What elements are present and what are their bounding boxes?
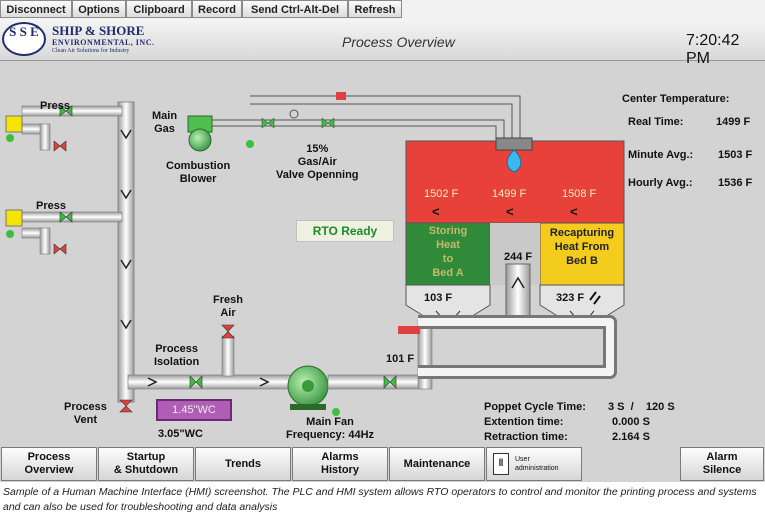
outlet-temperature: 101 F: [386, 353, 415, 365]
logo-name: SHIP & SHORE: [52, 23, 145, 38]
bed-a: [405, 222, 491, 286]
flame-icon: [506, 149, 522, 173]
logo-tagline: Clean Air Solutions for Industry: [52, 48, 130, 54]
press-bottom-source: [5, 209, 23, 227]
gas-air-actuator: [289, 109, 299, 119]
fresh-air-valve[interactable]: [221, 324, 235, 339]
bed-b-temperature: 323 F: [556, 292, 585, 304]
flow-arrow-right: <: [570, 204, 578, 219]
hourly-avg-label: Hourly Avg.:: [628, 177, 693, 189]
process-overview-button[interactable]: Process Overview: [1, 447, 97, 481]
chamber-temp-center: 1499 F: [492, 188, 527, 200]
burner: [495, 137, 533, 151]
trends-button[interactable]: Trends: [195, 447, 291, 481]
rto-ready-status: RTO Ready: [296, 220, 394, 242]
poppet-cycle-value: 3 S / 120 S: [608, 401, 675, 413]
press-bottom-bypass-valve[interactable]: [53, 243, 67, 255]
press-top-indicator: [6, 134, 14, 142]
hourly-avg-value: 1536 F: [718, 177, 753, 189]
press-top-source: [5, 115, 23, 133]
alarms-history-button[interactable]: Alarms History: [292, 447, 388, 481]
press-top-label: Press: [40, 100, 70, 112]
alarm-silence-button[interactable]: Alarm Silence: [680, 447, 764, 481]
bed-b: [539, 222, 625, 286]
maintenance-button[interactable]: Maintenance: [389, 447, 485, 481]
chamber-temp-left: 1502 F: [424, 188, 459, 200]
main-fan-label: Main Fan Frequency: 44Hz: [286, 416, 375, 441]
outlet-valve[interactable]: [383, 375, 397, 389]
flow-arrow-left: <: [432, 204, 440, 219]
flow-arrow-center: <: [506, 204, 514, 219]
process-diagram: [5, 92, 625, 416]
chamber-temp-right: 1508 F: [562, 188, 597, 200]
pressure-reading: 3.05"WC: [158, 428, 203, 440]
process-vent-valve[interactable]: [119, 399, 133, 413]
remote-desktop-toolbar: Disconnect Options Clipboard Record Send…: [0, 0, 765, 20]
logo-subtitle: ENVIRONMENTAL, INC.: [52, 38, 155, 47]
company-logo: S S E: [2, 22, 46, 56]
send-ctrl-alt-del-button[interactable]: Send Ctrl-Alt-Del: [242, 0, 348, 18]
main-gas-valve[interactable]: [336, 92, 346, 100]
stack-temperature: 244 F: [504, 251, 533, 263]
image-caption: Sample of a Human Machine Interface (HMI…: [3, 486, 757, 513]
bed-switching-loop: [418, 318, 614, 376]
retraction-time-label: Retraction time:: [484, 431, 568, 443]
real-time-label: Real Time:: [628, 116, 684, 128]
user-admin-label: User administration: [515, 456, 559, 472]
process-duct: [127, 374, 299, 390]
record-button[interactable]: Record: [192, 0, 242, 18]
minute-avg-label: Minute Avg.:: [628, 149, 694, 161]
press-bottom-indicator: [6, 230, 14, 238]
real-time-value: 1499 F: [716, 116, 751, 128]
process-vent-label: Process Vent: [64, 401, 107, 426]
refresh-button[interactable]: Refresh: [348, 0, 402, 18]
clock: 7:20:42 PM: [686, 32, 740, 67]
clipboard-button[interactable]: Clipboard: [126, 0, 192, 18]
extention-time-value: 0.000 S: [612, 416, 650, 428]
bed-b-status: Recapturing Heat From Bed B: [549, 227, 615, 267]
gas-line-valve[interactable]: [261, 117, 275, 129]
extention-time-label: Extention time:: [484, 416, 564, 428]
air-line-valve[interactable]: [321, 117, 335, 129]
poppet-indicator-icon: [589, 291, 601, 305]
main-fan: [287, 365, 329, 410]
options-button[interactable]: Options: [72, 0, 126, 18]
bed-a-status: Storing Heat to Bed A: [428, 225, 468, 279]
press-top-bypass-valve[interactable]: [53, 140, 67, 152]
press-bottom-label: Press: [36, 200, 66, 212]
gas-air-valve-label: 15% Gas/Air Valve Openning: [276, 143, 359, 181]
purge-damper[interactable]: [398, 326, 420, 334]
fan-indicator: [332, 408, 340, 416]
minute-avg-value: 1503 F: [718, 149, 753, 161]
gas-lines: [190, 95, 521, 148]
fresh-air-label: Fresh Air: [213, 294, 243, 319]
press-bottom-valve[interactable]: [59, 211, 73, 223]
page-title: Process Overview: [342, 34, 455, 50]
retraction-time-value: 2.164 S: [612, 431, 650, 443]
press-top-valve[interactable]: [59, 105, 73, 117]
user-administration-button[interactable]: ‖ User administration: [486, 447, 582, 481]
hmi-header: S S E SHIP & SHORE ENVIRONMENTAL, INC. C…: [0, 20, 765, 67]
bed-a-temperature: 103 F: [424, 292, 453, 304]
navigation-bar: Process Overview Startup & Shutdown Tren…: [0, 446, 765, 482]
startup-shutdown-button[interactable]: Startup & Shutdown: [98, 447, 194, 481]
blower-indicator: [246, 140, 254, 148]
poppet-cycle-label: Poppet Cycle Time:: [484, 401, 586, 413]
main-gas-label: Main Gas: [152, 110, 178, 135]
user-admin-icon: ‖: [493, 453, 509, 475]
pressure-setpoint-input[interactable]: 1.45"WC: [156, 399, 232, 421]
process-isolation-label: Process Isolation: [154, 343, 200, 368]
fan-outlet-duct: [327, 374, 425, 390]
fresh-air-duct: [221, 335, 235, 377]
main-header-pipe: [21, 101, 135, 403]
combustion-blower-label: Combustion Blower: [166, 160, 231, 185]
process-isolation-valve[interactable]: [189, 375, 203, 389]
disconnect-button[interactable]: Disconnect: [0, 0, 72, 18]
hmi-screen: S S E SHIP & SHORE ENVIRONMENTAL, INC. C…: [0, 20, 765, 482]
center-temp-title: Center Temperature:: [622, 93, 730, 105]
combustion-blower: [187, 115, 213, 152]
